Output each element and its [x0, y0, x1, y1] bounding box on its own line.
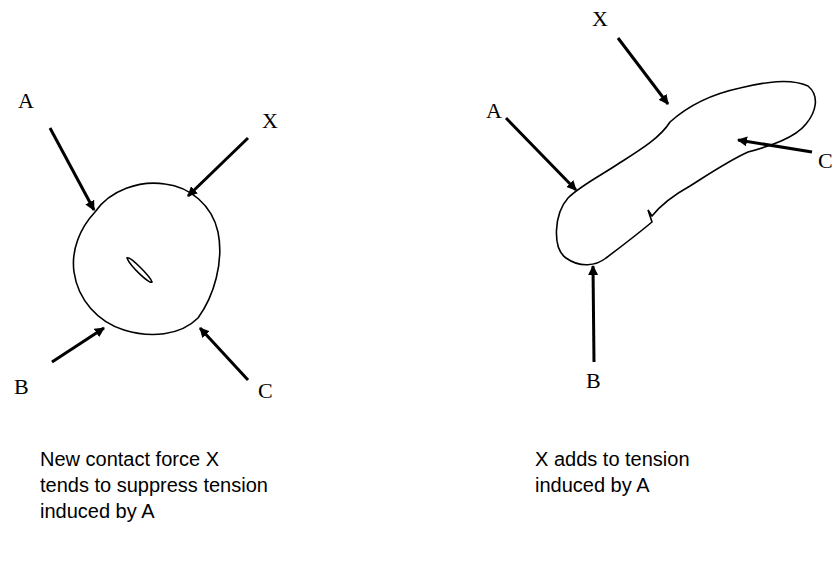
force-label: X: [592, 8, 608, 30]
force-arrow: [200, 328, 248, 380]
force-label: X: [262, 110, 278, 132]
round-grain: [73, 183, 219, 334]
force-arrow: [618, 38, 668, 104]
force-arrow: [188, 138, 248, 196]
force-arrow: [506, 118, 576, 190]
force-label: A: [18, 90, 34, 112]
force-arrow: [50, 128, 94, 210]
force-label: C: [818, 150, 833, 172]
force-label: C: [258, 380, 273, 402]
force-label: B: [14, 376, 29, 398]
force-label: B: [586, 370, 601, 392]
elongated-grain: [556, 82, 815, 265]
force-arrow: [738, 140, 812, 152]
caption-note: X adds to tension induced by A: [535, 446, 735, 498]
caption-note: New contact force X tends to suppress te…: [40, 446, 271, 524]
force-arrow: [52, 328, 104, 362]
force-label: A: [486, 100, 502, 122]
crack: [127, 258, 152, 282]
force-arrow: [593, 266, 594, 362]
